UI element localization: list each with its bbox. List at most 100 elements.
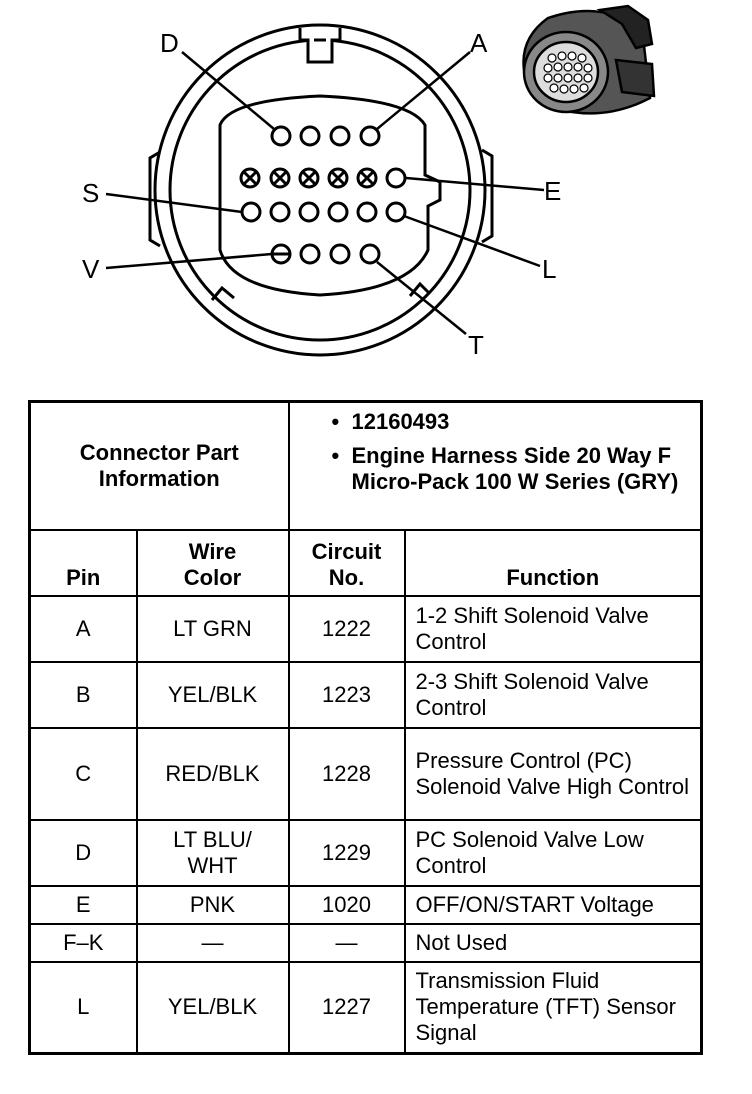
cell-pin: L xyxy=(28,960,138,1055)
connector-3d-pin xyxy=(567,51,577,61)
cell-pin: D xyxy=(28,818,138,887)
callout-leaders xyxy=(105,51,545,335)
cell-pin: C xyxy=(28,726,138,821)
cell-pin: B xyxy=(28,660,138,729)
connector-bottom-notch-left xyxy=(210,285,235,301)
pin-b xyxy=(329,125,351,147)
callout-s: S xyxy=(82,178,99,208)
pin-t xyxy=(359,243,381,265)
table-row: B YEL/BLK 1223 2-3 Shift Solenoid Valve … xyxy=(28,660,703,729)
cell-wire-color: RED/BLK xyxy=(135,726,290,821)
cell-wire-color-text: LT BLU/ WHT xyxy=(173,826,252,878)
pin-a xyxy=(359,125,381,147)
plugged-cavity xyxy=(239,167,261,189)
connector-3d-pin xyxy=(557,51,567,61)
connector-description: Engine Harness Side 20 Way F Micro-Pack … xyxy=(326,443,701,495)
leader-e xyxy=(405,176,545,192)
pin xyxy=(327,201,349,223)
connector-3d-pin xyxy=(563,73,573,83)
pin-d xyxy=(270,125,292,147)
connector-3d-pin xyxy=(547,53,557,63)
cell-function: Transmission Fluid Temperature (TFT) Sen… xyxy=(403,960,703,1055)
connector-info-label-text: Connector Part Information xyxy=(79,439,239,491)
plugged-cavity xyxy=(298,167,320,189)
pin-c xyxy=(299,125,321,147)
pin-s xyxy=(240,201,262,223)
pin xyxy=(356,201,378,223)
cell-circuit: 1020 xyxy=(287,884,406,925)
cell-function: 1-2 Shift Solenoid Valve Control xyxy=(403,594,703,663)
callout-a: A xyxy=(470,28,488,58)
connector-3d-pin xyxy=(543,73,553,83)
cell-wire-color: YEL/BLK xyxy=(135,660,290,729)
connector-info-details: 12160493 Engine Harness Side 20 Way F Mi… xyxy=(287,400,703,531)
cell-pin: F–K xyxy=(28,922,138,963)
leader-t xyxy=(376,261,467,335)
pin-field-boundary xyxy=(218,94,442,297)
cell-wire-color: PNK xyxy=(135,884,290,925)
cell-wire-color: LT GRN xyxy=(135,594,290,663)
callout-d: D xyxy=(160,28,179,58)
cell-circuit: 1227 xyxy=(287,960,406,1055)
pin xyxy=(299,243,321,265)
cell-circuit: 1223 xyxy=(287,660,406,729)
cell-pin: E xyxy=(28,884,138,925)
leader-d xyxy=(181,51,275,130)
table-row: D LT BLU/ WHT 1229 PC Solenoid Valve Low… xyxy=(28,818,703,887)
cell-circuit: 1222 xyxy=(287,594,406,663)
connector-3d-pin xyxy=(553,73,563,83)
leader-a xyxy=(376,51,471,130)
header-pin: Pin xyxy=(28,528,138,597)
pin xyxy=(329,243,351,265)
pin xyxy=(269,201,291,223)
connector-3d-pin xyxy=(577,53,587,63)
connector-3d-pin xyxy=(573,73,583,83)
leader-v xyxy=(105,252,273,270)
connector-3d-pin xyxy=(569,84,579,94)
connector-3d-pin xyxy=(549,83,559,93)
cell-pin: A xyxy=(28,594,138,663)
cell-function: PC Solenoid Valve Low Control xyxy=(403,818,703,887)
connector-3d-pin xyxy=(583,73,593,83)
table-row: E PNK 1020 OFF/ON/START Voltage xyxy=(28,884,703,925)
callout-t: T xyxy=(468,330,484,360)
callout-l: L xyxy=(542,254,556,284)
connector-info-row: Connector Part Information 12160493 Engi… xyxy=(28,400,703,531)
connector-top-key xyxy=(298,28,342,64)
pin-row-4 xyxy=(270,243,381,265)
cell-function: OFF/ON/START Voltage xyxy=(403,884,703,925)
connector-3d-pin xyxy=(563,62,573,72)
header-function: Function xyxy=(403,528,703,597)
cell-function: Not Used xyxy=(403,922,703,963)
leader-s xyxy=(105,192,243,214)
pin-row-2 xyxy=(239,167,407,189)
table-row: F–K — — Not Used xyxy=(28,922,703,963)
connector-3d-latch xyxy=(596,4,654,50)
connector-3d-pin xyxy=(573,62,583,72)
pin-e xyxy=(385,167,407,189)
connector-pinout-table: Connector Part Information 12160493 Engi… xyxy=(28,400,703,1055)
connector-3d-pin xyxy=(559,84,569,94)
connector-face-diagram: D A S E V L T xyxy=(82,4,656,360)
plugged-cavity xyxy=(356,167,378,189)
connector-3d-rear xyxy=(614,58,656,98)
pin-row-1 xyxy=(270,125,381,147)
connector-side-tab-right xyxy=(481,148,494,244)
connector-3d-pin xyxy=(543,63,553,73)
connector-3d-pin xyxy=(583,63,593,73)
connector-3d-pin xyxy=(553,62,563,72)
cell-circuit: — xyxy=(287,922,406,963)
table-row: L YEL/BLK 1227 Transmission Fluid Temper… xyxy=(28,960,703,1055)
table-row: A LT GRN 1222 1-2 Shift Solenoid Valve C… xyxy=(28,594,703,663)
connector-outer-ring xyxy=(153,23,487,357)
connector-part-number: 12160493 xyxy=(326,409,701,435)
plugged-cavity xyxy=(269,167,291,189)
plugged-cavity xyxy=(327,167,349,189)
header-circuit-no-text: Circuit No. xyxy=(311,538,382,590)
header-wire-color: Wire Color xyxy=(135,528,290,597)
leader-l xyxy=(403,214,541,268)
connector-info-label: Connector Part Information xyxy=(28,400,290,531)
pin-v xyxy=(270,243,292,265)
callout-v: V xyxy=(82,254,100,284)
header-wire-color-text: Wire Color xyxy=(183,538,242,590)
